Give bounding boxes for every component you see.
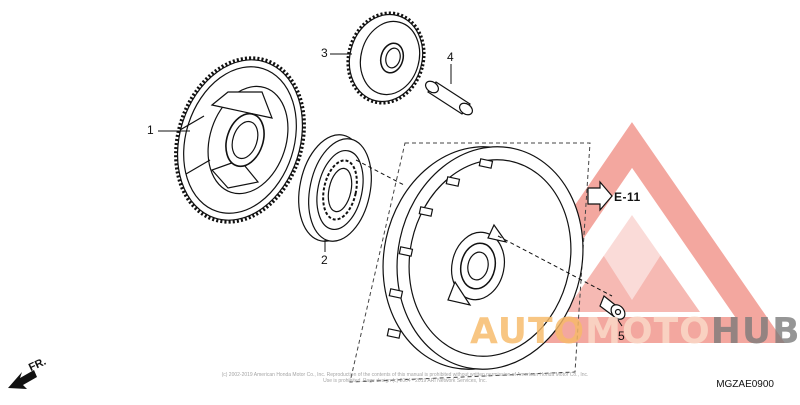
reference-label: E-11 bbox=[614, 190, 641, 204]
copyright-notice: (c) 2002-2019 American Honda Motor Co., … bbox=[221, 372, 589, 384]
reference-arrow-icon bbox=[587, 180, 613, 212]
callout-part-5: 5 bbox=[618, 329, 625, 343]
front-direction-arrow-icon bbox=[8, 370, 37, 389]
callout-part-1: 1 bbox=[147, 123, 154, 137]
watermark-wordmark: AUTOMOTOHUB bbox=[470, 314, 800, 350]
flywheel-bolt bbox=[599, 295, 626, 320]
watermark-auto: AUTO bbox=[470, 311, 586, 352]
watermark-hub: HUB bbox=[710, 311, 800, 352]
starter-idle-gear bbox=[346, 11, 426, 105]
callout-part-4: 4 bbox=[447, 50, 454, 64]
diagram-code: MGZAE0900 bbox=[716, 379, 774, 390]
idle-gear-shaft bbox=[424, 80, 474, 116]
callout-part-2: 2 bbox=[321, 253, 328, 267]
flywheel-rotor bbox=[349, 142, 591, 383]
watermark-moto: MOTO bbox=[585, 311, 711, 352]
callout-part-3: 3 bbox=[321, 46, 328, 60]
large-starter-gear bbox=[174, 56, 306, 224]
one-way-clutch bbox=[298, 134, 372, 242]
callout-leaders bbox=[158, 53, 623, 327]
